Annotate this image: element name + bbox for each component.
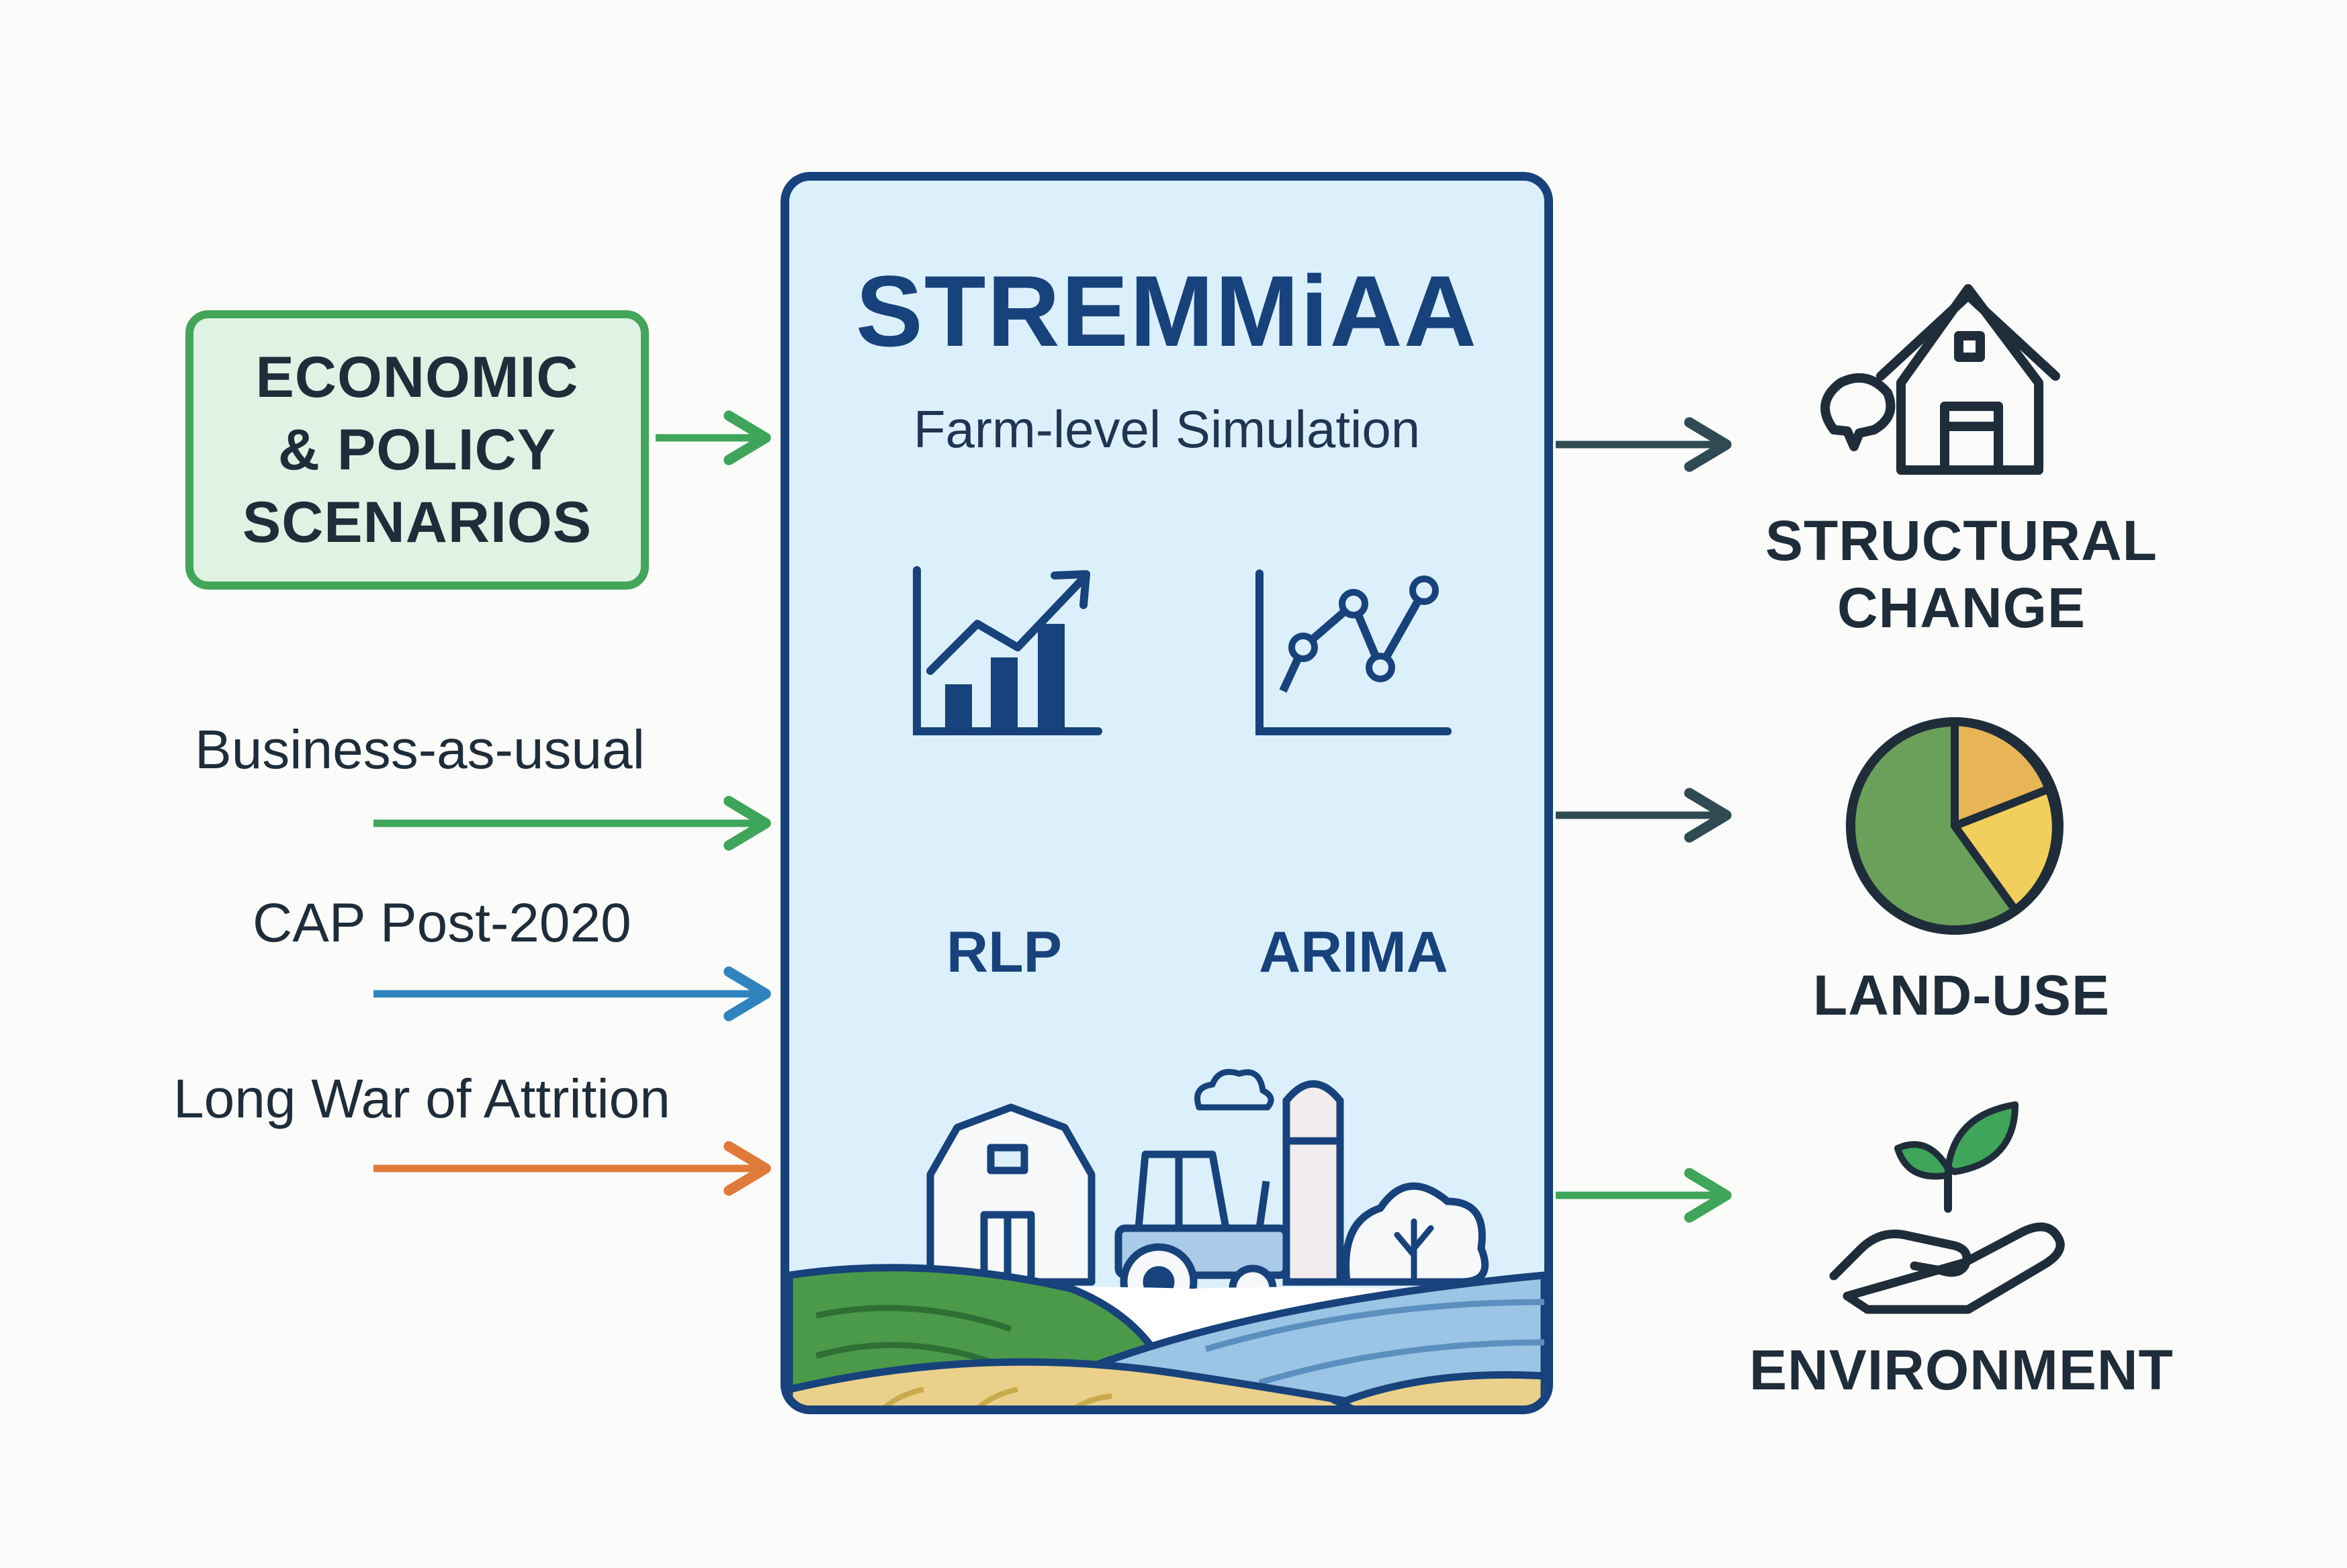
input-line-1: ECONOMIC <box>255 345 579 410</box>
output-land-use-label: LAND-USE <box>1713 962 2210 1029</box>
output-structural-change-line-2: CHANGE <box>1836 576 2086 639</box>
barn-icon <box>1820 284 2060 475</box>
scenario-business-as-usual: Business-as-usual <box>195 719 645 780</box>
farm-landscape-illustration <box>789 1068 1544 1405</box>
input-line-3: SCENARIOS <box>242 490 592 555</box>
output-environment-label: ENVIRONMENT <box>1713 1336 2210 1403</box>
scenario-cap-post-2020: CAP Post-2020 <box>253 892 631 954</box>
pie-chart-icon <box>1846 717 2064 935</box>
model-title: STREMMiAA <box>855 255 1478 367</box>
method-arima-label: ARIMA <box>1259 920 1448 984</box>
stremmiaa-model-panel: STREMMiAA Farm-level Simulation RLP ARIM… <box>781 172 1553 1414</box>
economic-policy-scenarios-box: ECONOMIC & POLICY SCENARIOS <box>185 310 649 590</box>
output-land-use-line-1: LAND-USE <box>1813 964 2110 1027</box>
scenario-long-war-of-attrition: Long War of Attrition <box>173 1068 670 1129</box>
input-line-2: & POLICY <box>277 418 557 482</box>
method-rlp-label: RLP <box>946 920 1062 984</box>
bar-chart-trend-icon <box>913 566 1102 735</box>
output-structural-change-label: STRUCTURAL CHANGE <box>1713 507 2210 641</box>
line-chart-icon <box>1255 569 1452 735</box>
output-environment-line-1: ENVIRONMENT <box>1749 1338 2174 1401</box>
output-structural-change-line-1: STRUCTURAL <box>1765 509 2158 572</box>
model-subtitle: Farm-level Simulation <box>913 400 1421 459</box>
hand-sprout-icon <box>1829 1101 2065 1314</box>
